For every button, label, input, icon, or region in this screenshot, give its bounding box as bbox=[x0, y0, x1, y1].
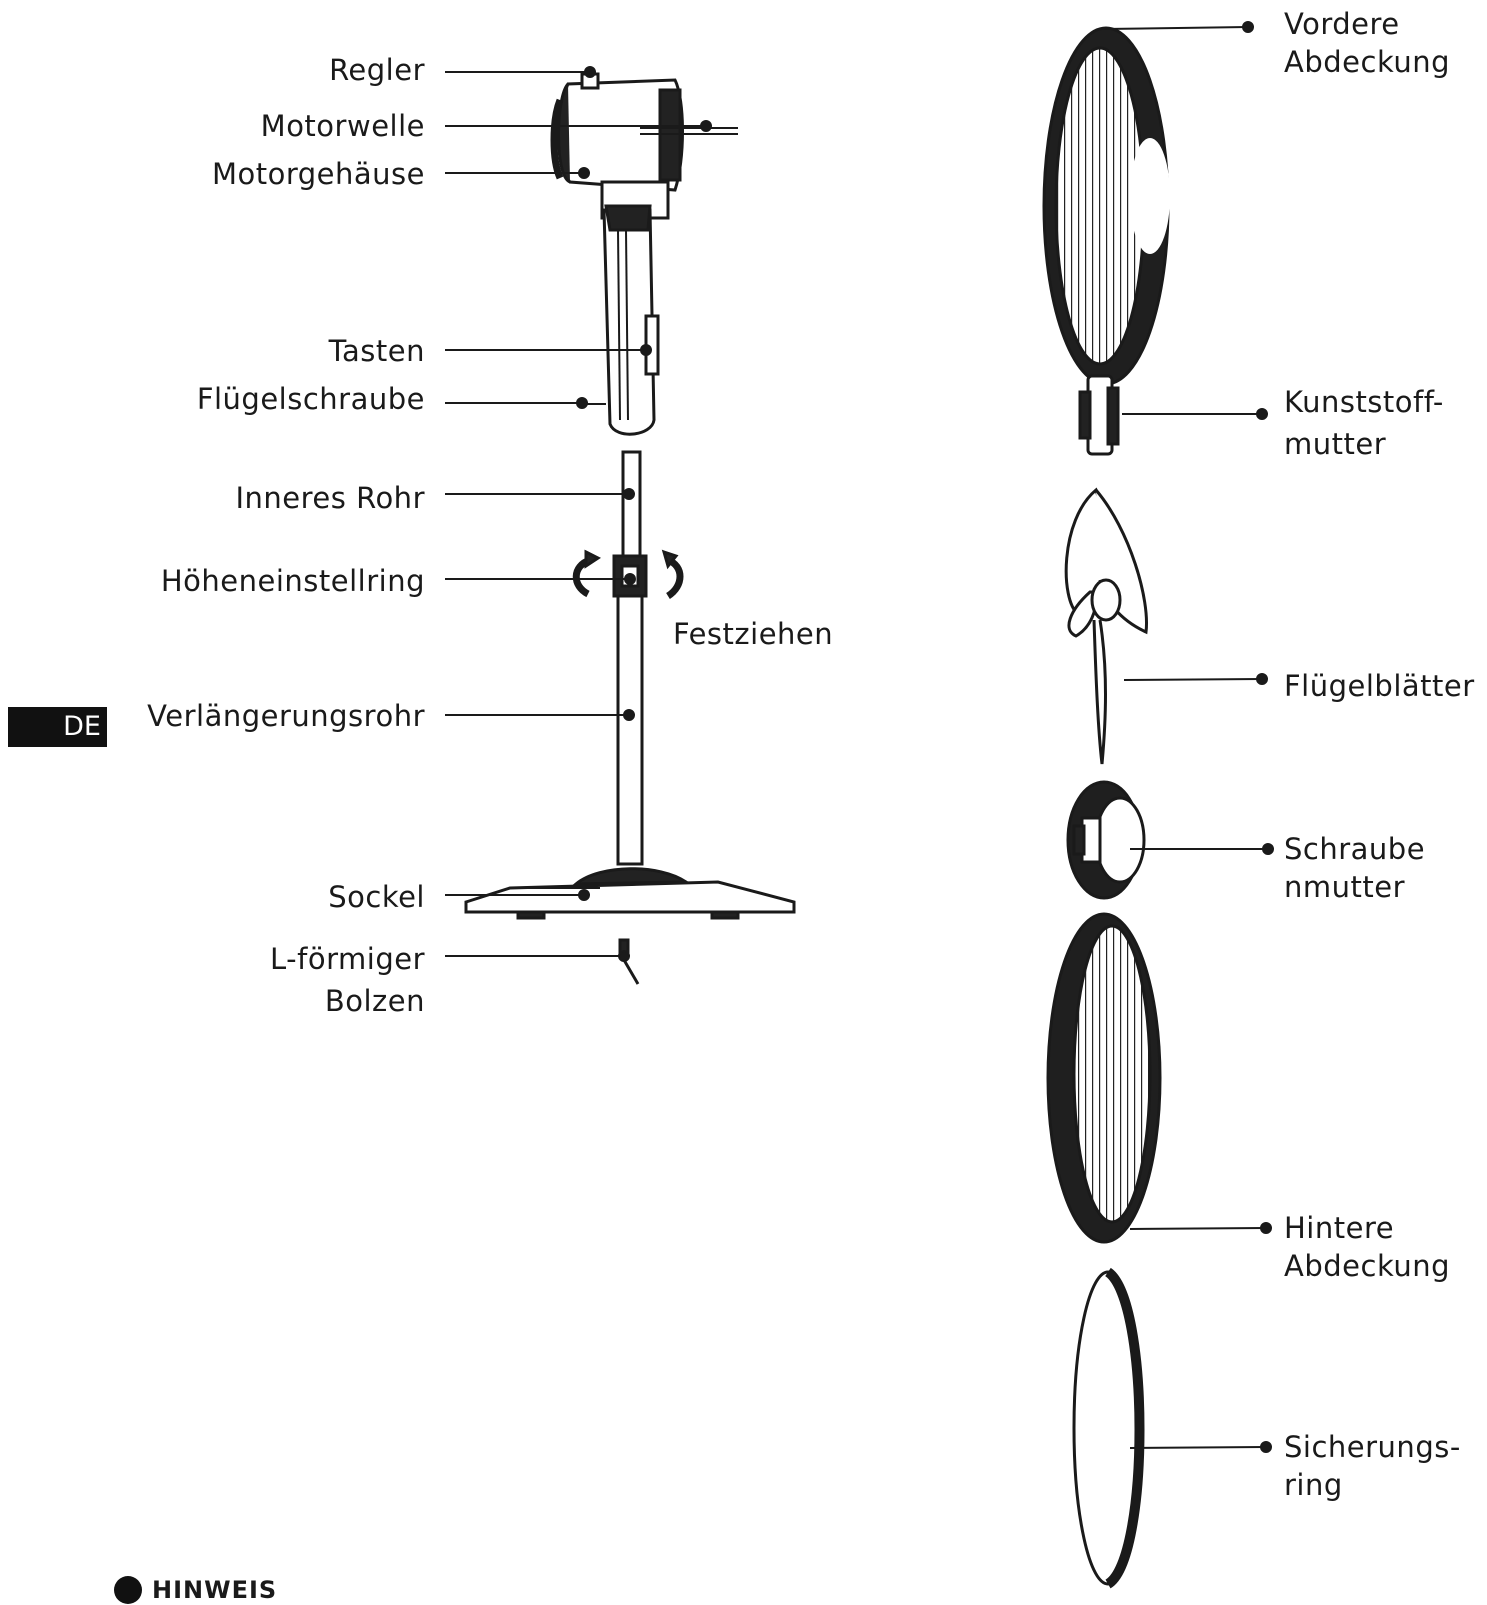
label-sicherungsring: Sicherungs- ring bbox=[1284, 1430, 1461, 1502]
pole-drawing bbox=[572, 450, 684, 866]
stand-body-drawing bbox=[580, 204, 660, 436]
label-tasten: Tasten bbox=[328, 334, 425, 368]
note-heading-text: HINWEIS bbox=[152, 1576, 278, 1604]
label-hoeheneinstellring: Höheneinstellring bbox=[160, 564, 425, 598]
label-fluegelschraube: Flügelschraube bbox=[196, 382, 425, 416]
label-festziehen: Festziehen bbox=[673, 617, 834, 651]
label-schraubenmutter: Schraube nmutter bbox=[1284, 832, 1426, 904]
note-bullet-icon bbox=[114, 1576, 142, 1604]
label-fluegelblaetter: Flügelblätter bbox=[1284, 669, 1475, 703]
label-l-bolzen: L-förmiger Bolzen bbox=[270, 942, 425, 1018]
label-verlaengerungsrohr: Verlängerungsrohr bbox=[147, 699, 425, 733]
language-tab-label: DE bbox=[63, 711, 101, 742]
label-sockel: Sockel bbox=[328, 880, 425, 914]
label-vordere-abdeckung: Vordere Abdeckung bbox=[1284, 7, 1451, 79]
label-inneres-rohr: Inneres Rohr bbox=[235, 481, 425, 515]
front-cover-drawing bbox=[1042, 26, 1170, 386]
l-bolt-drawing bbox=[618, 938, 640, 985]
rear-cover-drawing bbox=[1046, 912, 1162, 1244]
left-leader-lines bbox=[445, 66, 712, 962]
motor-housing-drawing bbox=[550, 72, 738, 220]
screw-nut-drawing bbox=[1066, 780, 1146, 900]
base-drawing bbox=[464, 867, 796, 920]
label-regler: Regler bbox=[329, 53, 425, 87]
label-motorgehaeuse: Motorgehäuse bbox=[211, 157, 425, 191]
language-tab: DE bbox=[8, 707, 107, 747]
safety-ring-drawing bbox=[1072, 1267, 1145, 1589]
fan-blades-drawing bbox=[1064, 487, 1149, 765]
label-motorwelle: Motorwelle bbox=[260, 109, 425, 143]
plastic-nut-drawing bbox=[1078, 374, 1120, 456]
label-hintere-abdeckung: Hintere Abdeckung bbox=[1284, 1211, 1451, 1283]
right-leader-lines bbox=[1103, 21, 1274, 1453]
label-kunststoffmutter: Kunststoff- mutter bbox=[1284, 385, 1444, 461]
